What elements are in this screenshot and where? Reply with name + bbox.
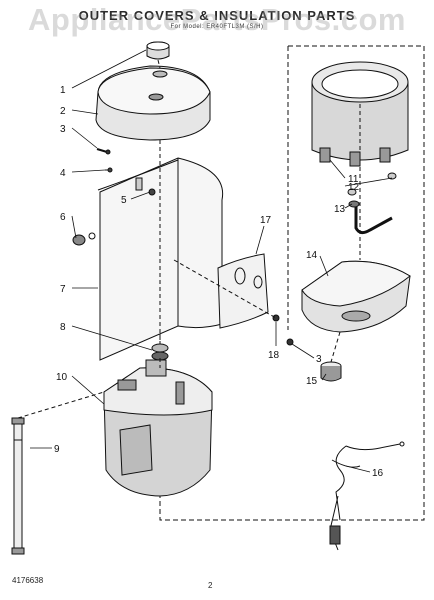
small-cap [347,172,397,196]
callout-14: 14 [306,250,318,261]
callout-2: 2 [60,106,66,117]
bottom-plug [320,361,342,382]
footer-code: 4176638 [12,576,44,585]
callout-16: 16 [372,468,384,479]
callout-8: 8 [60,322,66,333]
callout-5: 5 [121,195,127,206]
screw-small [105,167,113,173]
callout-17: 17 [260,215,272,226]
callout-3b: 3 [316,354,322,365]
inner-tray [301,260,411,333]
bracket-screw [135,177,156,196]
callout-7: 7 [60,284,66,295]
tube [348,200,393,235]
dashed-leader [330,331,341,363]
callout-leaders [30,49,393,473]
callout-1: 1 [60,85,66,96]
callout-12: 12 [348,182,360,193]
diagram-title: OUTER COVERS & INSULATION PARTS [78,8,356,23]
wire-harness [329,441,405,551]
dashed-leader [157,59,161,69]
callout-11: 11 [348,174,359,185]
top-cap-knob [146,41,170,60]
callout-6: 6 [60,212,66,223]
outer-jacket [97,157,224,361]
dashed-leader [173,259,277,319]
callout-13: 13 [334,204,346,215]
callout-15: 15 [306,376,318,387]
diagram-subtitle: For Model: ER40FTL3M (S/H) [170,24,264,30]
callout-9: 9 [54,444,60,455]
screw-right [286,338,294,346]
bottom-base [103,359,213,497]
anode-rod [11,417,25,555]
page-number: 2 [208,581,213,590]
screw-left [96,148,111,155]
callout-4: 4 [60,168,66,179]
dashed-leader [17,391,105,419]
top-cover [95,65,211,141]
screw-18 [272,314,280,322]
callout-18: 18 [268,350,280,361]
insulation-pad [217,253,269,329]
grommet [151,343,169,361]
callout-3: 3 [60,124,66,135]
callout-10: 10 [56,372,68,383]
plug [72,232,96,246]
